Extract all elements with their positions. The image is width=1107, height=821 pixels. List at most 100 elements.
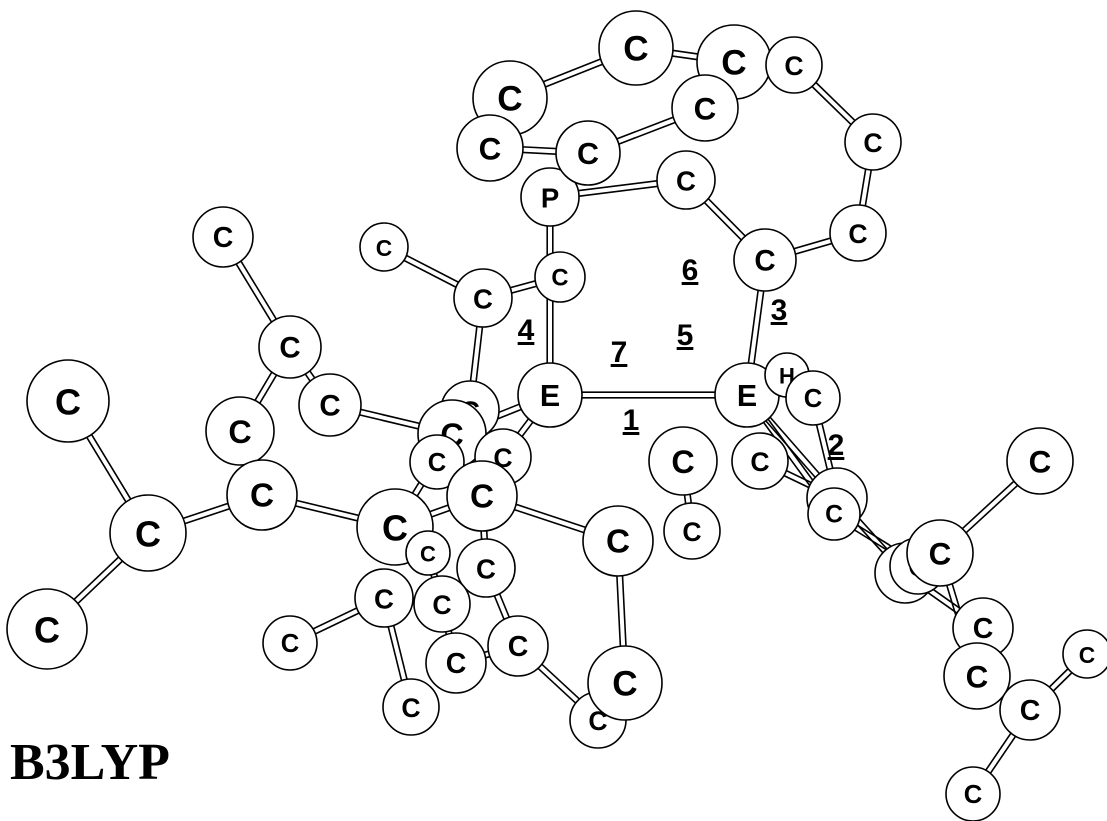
atom-symbol: C bbox=[606, 524, 630, 561]
atom-symbol: C bbox=[281, 630, 300, 658]
atom-carbon-c2: C bbox=[456, 114, 524, 182]
atom-carbon-c29: C bbox=[405, 530, 451, 576]
bond-label-2: 2 bbox=[828, 429, 845, 462]
atom-symbol: C bbox=[34, 610, 60, 651]
atom-carbon-c20: C bbox=[109, 494, 187, 572]
atom-carbon-c45: C bbox=[807, 487, 861, 541]
atom-phosphorus-p1: P bbox=[520, 167, 580, 227]
atom-symbol: C bbox=[784, 51, 803, 81]
atom-carbon-c13: C bbox=[453, 268, 513, 328]
atom-carbon-c35: C bbox=[487, 615, 549, 677]
atom-carbon-c25: C bbox=[409, 434, 465, 490]
atom-carbon-c39: C bbox=[582, 505, 654, 577]
atom-symbol: C bbox=[1029, 445, 1052, 480]
atom-symbol: C bbox=[476, 554, 496, 585]
atom-symbol: C bbox=[135, 514, 161, 555]
atom-symbol: C bbox=[966, 660, 989, 695]
atom-e_center-e1: E bbox=[517, 362, 583, 428]
atom-symbol: C bbox=[319, 390, 340, 423]
method-label: B3LYP bbox=[10, 734, 170, 791]
atom-carbon-c7: C bbox=[765, 36, 823, 94]
atom-symbol: C bbox=[671, 444, 694, 480]
atom-carbon-c11: C bbox=[733, 228, 797, 292]
bond-label-3: 3 bbox=[771, 294, 788, 327]
atom-symbol: C bbox=[401, 693, 420, 723]
atom-symbol: C bbox=[623, 30, 648, 69]
atom-symbol: C bbox=[382, 508, 408, 549]
atom-symbol: C bbox=[428, 449, 447, 477]
atom-carbon-c50: C bbox=[952, 597, 1014, 659]
atom-symbol: C bbox=[754, 245, 775, 278]
atom-symbol: C bbox=[973, 613, 994, 645]
atom-carbon-c38: C bbox=[587, 645, 663, 721]
atom-symbol: C bbox=[825, 502, 843, 529]
atom-carbon-c30: C bbox=[456, 538, 516, 598]
atom-symbol: C bbox=[479, 132, 502, 167]
atom-carbon-c41: C bbox=[663, 502, 721, 560]
atom-symbol: C bbox=[694, 92, 717, 127]
bond-label-5: 5 bbox=[677, 319, 694, 352]
atom-symbol: C bbox=[676, 166, 696, 197]
atom-carbon-c34: C bbox=[425, 632, 487, 694]
atom-carbon-c4: C bbox=[598, 10, 674, 86]
atom-symbol: C bbox=[420, 542, 436, 567]
bond-e1-e2 bbox=[550, 391, 747, 399]
atom-carbon-c14: C bbox=[534, 251, 586, 303]
atom-carbon-c16: C bbox=[258, 315, 322, 379]
atom-symbol: P bbox=[541, 183, 559, 214]
atom-symbol: C bbox=[250, 478, 274, 515]
atom-carbon-c32: C bbox=[354, 568, 414, 628]
atom-carbon-c6: C bbox=[671, 74, 739, 142]
atom-carbon-c17: C bbox=[298, 373, 362, 437]
bond-label-6: 6 bbox=[682, 254, 699, 287]
atom-symbol: C bbox=[612, 665, 637, 704]
atom-symbol: C bbox=[374, 584, 394, 615]
atom-carbon-c33: C bbox=[262, 615, 318, 671]
atom-symbol: C bbox=[508, 631, 529, 663]
atom-symbol: C bbox=[1020, 695, 1041, 727]
atom-symbol: C bbox=[804, 385, 823, 413]
atom-carbon-c53: C bbox=[1062, 629, 1107, 679]
atom-carbon-c48: C bbox=[906, 519, 974, 587]
atom-carbon-c9: C bbox=[829, 204, 887, 262]
atom-symbol: C bbox=[376, 235, 392, 261]
atom-symbol: C bbox=[750, 447, 769, 477]
atom-carbon-c31: C bbox=[413, 575, 471, 633]
bond-label-7: 7 bbox=[611, 336, 628, 369]
atom-symbol: C bbox=[848, 219, 867, 249]
atom-symbol: C bbox=[1079, 642, 1095, 668]
atom-symbol: E bbox=[737, 379, 757, 413]
atom-carbon-c43: C bbox=[785, 370, 841, 426]
atom-symbol: C bbox=[551, 265, 568, 292]
atom-symbol: C bbox=[432, 590, 451, 620]
bond-label-4: 4 bbox=[518, 314, 535, 347]
atom-carbon-c51: C bbox=[943, 642, 1011, 710]
atom-symbol: C bbox=[682, 517, 701, 547]
atom-carbon-c15: C bbox=[192, 206, 254, 268]
atom-symbol: C bbox=[473, 284, 493, 315]
atom-symbol: C bbox=[470, 479, 494, 516]
atom-carbon-c19: C bbox=[26, 359, 110, 443]
atom-carbon-c27: C bbox=[446, 460, 518, 532]
atom-carbon-c54: C bbox=[945, 766, 1001, 821]
atom-symbol: C bbox=[497, 80, 522, 119]
atom-symbol: C bbox=[55, 382, 81, 423]
atom-symbol: C bbox=[929, 537, 952, 572]
atom-carbon-c22: C bbox=[226, 459, 298, 531]
atom-carbon-c3: C bbox=[555, 120, 621, 186]
atom-symbol: C bbox=[964, 781, 983, 809]
atom-carbon-c40: C bbox=[648, 426, 718, 496]
atom-carbon-c36: C bbox=[382, 678, 440, 736]
atom-symbol: E bbox=[540, 379, 560, 413]
atom-carbon-c21: C bbox=[6, 588, 88, 670]
atom-symbol: C bbox=[279, 332, 300, 365]
atom-symbol: C bbox=[213, 222, 234, 254]
atom-carbon-c8: C bbox=[844, 113, 902, 171]
atom-carbon-c42: C bbox=[731, 432, 789, 490]
atom-carbon-c52: C bbox=[999, 679, 1061, 741]
atom-carbon-c10: C bbox=[656, 150, 716, 210]
atom-symbol: C bbox=[863, 128, 882, 158]
